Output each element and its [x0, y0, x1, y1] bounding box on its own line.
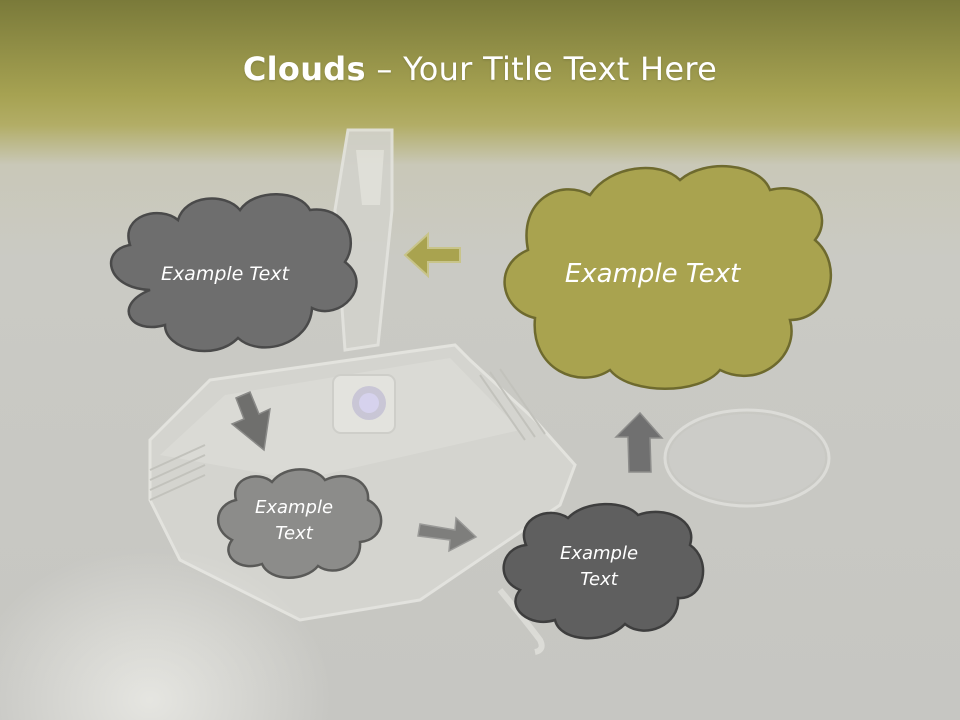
cloud-top-left-label: Example Text	[160, 263, 290, 286]
cloud-bottom-left-label: Example Text	[254, 496, 334, 544]
title-rest: Your Title Text Here	[403, 50, 718, 88]
slide-title: Clouds – Your Title Text Here	[0, 50, 960, 88]
cloud-top-right-label: Example Text	[564, 259, 741, 290]
title-bold-part: Clouds	[242, 50, 366, 88]
arrow-left-icon	[403, 231, 461, 279]
arrow-up-icon	[614, 411, 664, 473]
title-separator: –	[365, 50, 404, 88]
cloud-bottom-right-label: Example Text	[559, 542, 639, 590]
